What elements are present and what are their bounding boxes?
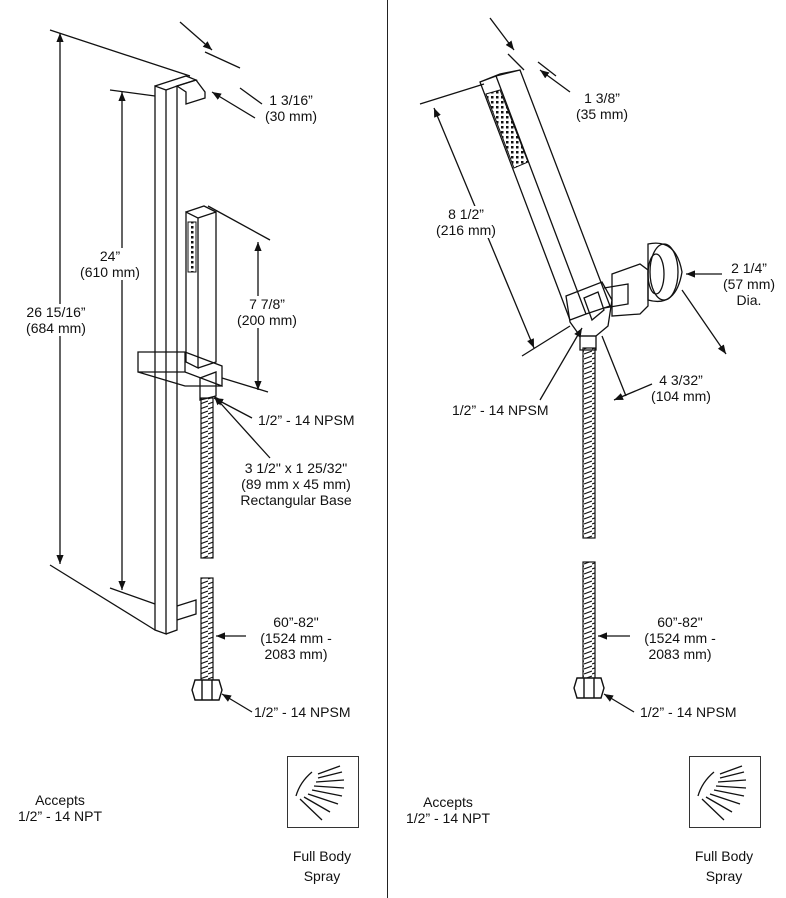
slide-bar-top [154,75,198,87]
left-spray-face [187,221,197,273]
right-holder [565,281,613,337]
right-connection-top-label: 1/2” - 14 NPSM [452,402,549,418]
right-spray-rays [697,765,747,821]
left-hose-lower [200,577,214,683]
right-hose-nut [573,677,605,699]
right-hose-lower [582,561,596,681]
right-hose-connector [579,335,597,351]
left-spray-rays [295,765,345,821]
left-hose-nut [191,679,223,701]
right-dimension-lines [419,17,727,713]
left-slide-length-label: 24”(610 mm) [66,248,154,280]
left-connection-bottom-label: 1/2” - 14 NPSM [254,704,351,720]
right-hose-length-label: 60”-82"(1524 mm -2083 mm) [644,614,716,662]
slider-holder [137,351,223,387]
panel-divider [387,0,388,898]
right-hose-upper [582,347,596,539]
right-swivel-arm [603,283,629,309]
right-full-body-spray-icon [689,756,761,828]
left-slide-bar-assembly [137,75,223,635]
right-mount-projection-label: 4 3/32”(104 mm) [651,372,711,404]
left-full-body-spray-icon [287,756,359,828]
right-flange-diameter-label: 2 1/4”(57 mm)Dia. [722,260,776,308]
right-handshower [479,69,611,321]
right-handshower-length-label: 8 1/2”(216 mm) [428,206,504,238]
slide-bar-side [165,85,178,635]
left-hose-length-label: 60”-82"(1524 mm -2083 mm) [260,614,332,662]
left-bar-width-label: 1 3/16”(30 mm) [264,92,318,124]
left-hose-upper [200,397,214,559]
left-dimension-lines [49,21,271,713]
right-handshower-width-label: 1 3/8”(35 mm) [575,90,629,122]
left-overall-height-label: 26 15/16”(684 mm) [10,304,102,336]
top-bracket [175,79,206,105]
left-handshower [185,205,217,370]
right-spray-face [485,89,529,169]
right-connection-bottom-label: 1/2” - 14 NPSM [640,704,737,720]
left-handshower-length-label: 7 7/8”(200 mm) [222,296,312,328]
left-base-size-label: 3 1/2" x 1 25/32"(89 mm x 45 mm)Rectangu… [240,460,352,508]
left-connection-top-label: 1/2” - 14 NPSM [258,412,355,428]
bottom-bracket [176,599,197,621]
slide-bar [154,85,167,635]
